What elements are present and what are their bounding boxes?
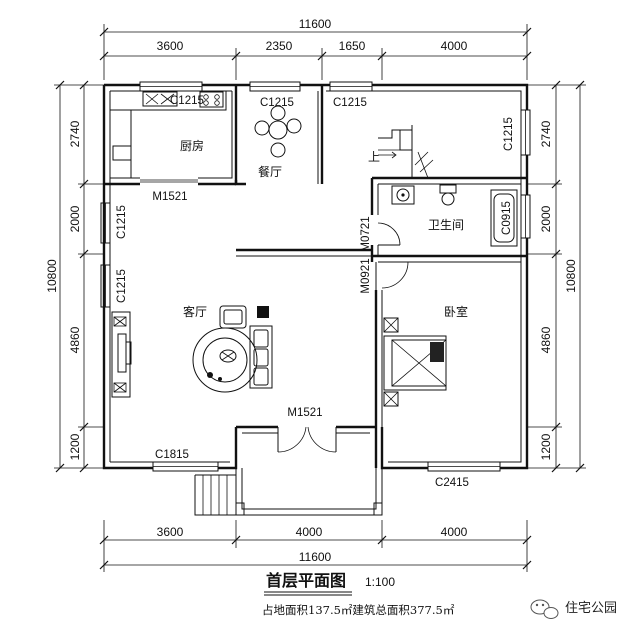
windows bbox=[100, 81, 531, 472]
bedroom-window-bottom-label: C2415 bbox=[435, 477, 469, 489]
entry-door-label: M1521 bbox=[287, 407, 322, 419]
bathroom-label: 卫生间 bbox=[428, 218, 464, 232]
kitchen-fixtures bbox=[110, 91, 227, 178]
dim-right-4: 1200 bbox=[539, 433, 553, 460]
dim-left-3: 4860 bbox=[68, 326, 82, 353]
stair-window-label: C1215 bbox=[333, 97, 367, 109]
stair-window-right-label: C1215 bbox=[503, 117, 515, 151]
dimension-lines bbox=[54, 24, 586, 572]
kitchen-door-label: M1521 bbox=[152, 191, 187, 203]
stairs bbox=[378, 125, 434, 179]
dim-bottom-2: 4000 bbox=[296, 525, 323, 539]
dim-right-1: 2740 bbox=[539, 120, 553, 147]
dim-top-1: 3600 bbox=[157, 39, 184, 53]
dim-overall-top: 11600 bbox=[299, 17, 332, 31]
dim-bottom-3: 4000 bbox=[441, 525, 468, 539]
dim-bottom-1: 3600 bbox=[157, 525, 184, 539]
bedroom-door-label: M0921 bbox=[360, 258, 372, 293]
doors bbox=[277, 222, 409, 453]
stair-up-label: 上 bbox=[368, 150, 380, 164]
bedroom-label: 卧室 bbox=[444, 304, 468, 319]
dim-left-4: 1200 bbox=[68, 433, 82, 460]
kitchen-window-label: C1215 bbox=[170, 95, 204, 107]
kitchen-label: 厨房 bbox=[180, 138, 204, 153]
plan-scale: 1:100 bbox=[365, 575, 395, 589]
bathroom-fixtures bbox=[391, 184, 518, 247]
wechat-icon bbox=[530, 599, 559, 619]
dim-overall-left: 10800 bbox=[45, 259, 59, 293]
living-window-bottom-label: C1815 bbox=[155, 449, 189, 461]
dim-overall-right: 10800 bbox=[564, 259, 578, 293]
dim-top-2: 2350 bbox=[266, 39, 293, 53]
sofa-set-icon bbox=[192, 305, 273, 393]
living-window-upper-label: C1215 bbox=[116, 205, 128, 239]
dim-left-2: 2000 bbox=[68, 205, 82, 232]
watermark-text: 住宅公园 bbox=[565, 601, 617, 616]
dim-top-3: 1650 bbox=[339, 39, 366, 53]
dining-table-icon bbox=[254, 105, 302, 158]
living-label: 客厅 bbox=[183, 304, 207, 319]
tv-cabinet-icon bbox=[111, 311, 132, 398]
bath-door-label: M0721 bbox=[360, 216, 372, 251]
porch bbox=[194, 468, 383, 516]
living-window-lower-label: C1215 bbox=[116, 269, 128, 303]
bath-window-label: C0915 bbox=[501, 201, 513, 235]
bed-icon bbox=[383, 317, 447, 407]
dining-label: 餐厅 bbox=[258, 164, 282, 179]
dim-left-1: 2740 bbox=[68, 120, 82, 147]
dining-window-label: C1215 bbox=[260, 97, 294, 109]
dim-top-4: 4000 bbox=[441, 39, 468, 53]
plan-area: 占地面积137.5㎡建筑总面积377.5㎡ bbox=[262, 603, 455, 617]
dim-right-3: 4860 bbox=[539, 326, 553, 353]
dim-overall-bottom: 11600 bbox=[299, 550, 332, 564]
dim-right-2: 2000 bbox=[539, 205, 553, 232]
plan-title: 首层平面图 bbox=[266, 571, 346, 590]
